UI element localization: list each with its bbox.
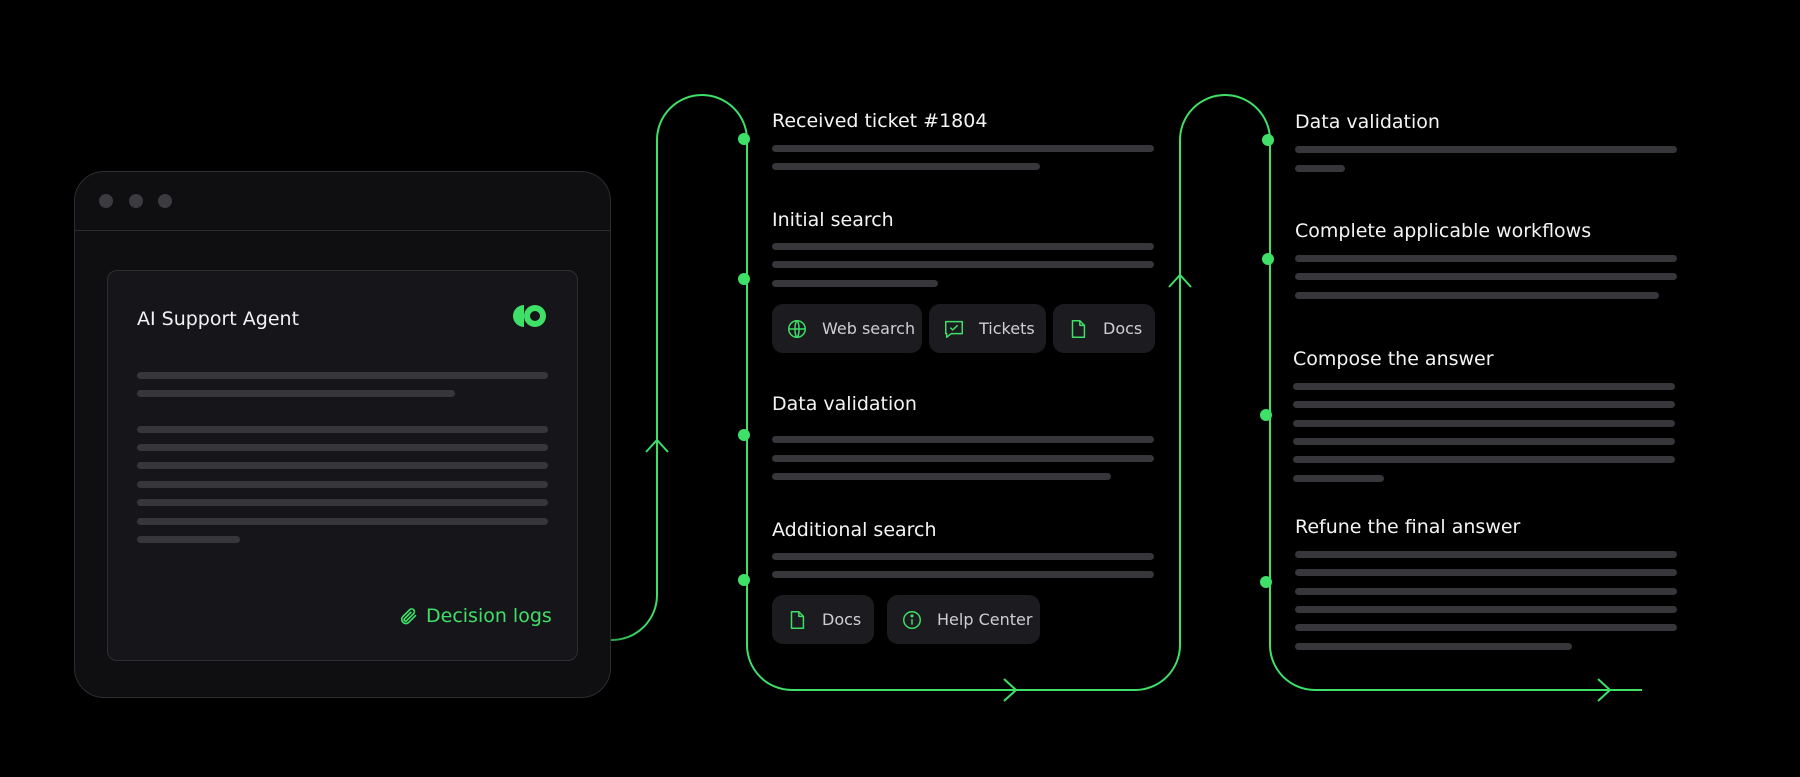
- window-dot: [158, 194, 172, 208]
- placeholder-line: [137, 426, 548, 433]
- placeholder-line: [1293, 401, 1675, 408]
- chip-label: Docs: [1103, 319, 1143, 338]
- step-title: Data validation: [772, 393, 917, 415]
- paperclip-icon: [400, 608, 417, 625]
- step-node: [1260, 576, 1272, 588]
- step-title: Data validation: [1295, 111, 1440, 133]
- placeholder-line: [1295, 146, 1677, 153]
- placeholder-line: [772, 571, 1154, 578]
- placeholder-line: [772, 145, 1154, 152]
- decision-logs-label: Decision logs: [426, 605, 552, 627]
- placeholder-line: [772, 163, 1040, 170]
- chip-docs[interactable]: Docs: [1053, 304, 1155, 353]
- placeholder-line: [772, 553, 1154, 560]
- info-icon: [903, 610, 921, 629]
- placeholder-line: [1293, 383, 1675, 390]
- agent-window: AI Support Agent Decision logs: [74, 171, 611, 698]
- placeholder-line: [137, 372, 548, 379]
- placeholder-line: [137, 481, 548, 488]
- placeholder-line: [137, 499, 548, 506]
- placeholder-line: [1295, 643, 1572, 650]
- placeholder-line: [1293, 438, 1675, 445]
- window-dot: [129, 194, 143, 208]
- placeholder-line: [772, 261, 1154, 268]
- step-title: Additional search: [772, 519, 937, 541]
- document-icon: [1071, 319, 1086, 338]
- document-icon: [790, 610, 805, 629]
- step-title: Received ticket #1804: [772, 110, 988, 132]
- placeholder-line: [1293, 475, 1384, 482]
- chip-label: Web search: [822, 319, 916, 338]
- step-title: Complete applicable workflows: [1295, 220, 1592, 242]
- placeholder-line: [1295, 569, 1677, 576]
- placeholder-line: [772, 280, 938, 287]
- chat-check-icon: [945, 320, 963, 338]
- step-node: [1262, 253, 1274, 265]
- step-title: Compose the answer: [1293, 348, 1494, 370]
- placeholder-line: [1295, 273, 1677, 280]
- placeholder-line: [772, 473, 1111, 480]
- chip-help-center[interactable]: Help Center: [887, 595, 1040, 644]
- decision-logs-link[interactable]: Decision logs: [398, 605, 552, 627]
- chip-docs[interactable]: Docs: [772, 595, 874, 644]
- placeholder-line: [137, 390, 455, 397]
- placeholder-line: [1295, 588, 1677, 595]
- brand-logo-icon: [513, 305, 546, 327]
- placeholder-line: [1295, 606, 1677, 613]
- agent-card: AI Support Agent Decision logs: [107, 270, 578, 661]
- placeholder-line: [1295, 551, 1677, 558]
- placeholder-line: [137, 444, 548, 451]
- step-node: [738, 133, 750, 145]
- placeholder-line: [137, 518, 548, 525]
- chip-label: Tickets: [979, 319, 1035, 338]
- placeholder-line: [772, 436, 1154, 443]
- step-title: Initial search: [772, 209, 894, 231]
- step-node: [738, 574, 750, 586]
- placeholder-line: [772, 455, 1154, 462]
- step-node: [1262, 134, 1274, 146]
- step-title: Refune the final answer: [1295, 516, 1521, 538]
- agent-title: AI Support Agent: [137, 308, 300, 330]
- step-node: [738, 429, 750, 441]
- placeholder-line: [772, 243, 1154, 250]
- chip-tickets[interactable]: Tickets: [929, 304, 1046, 353]
- globe-icon: [788, 319, 806, 338]
- window-titlebar: [75, 172, 610, 231]
- placeholder-line: [137, 462, 548, 469]
- placeholder-line: [1293, 420, 1675, 427]
- placeholder-line: [1295, 624, 1677, 631]
- placeholder-line: [1293, 456, 1675, 463]
- step-node: [738, 273, 750, 285]
- placeholder-line: [1295, 255, 1677, 262]
- placeholder-line: [137, 536, 240, 543]
- placeholder-line: [1295, 165, 1345, 172]
- placeholder-line: [1295, 292, 1659, 299]
- step-node: [1260, 409, 1272, 421]
- chip-label: Help Center: [937, 610, 1033, 629]
- chip-label: Docs: [822, 610, 862, 629]
- window-dot: [99, 194, 113, 208]
- chip-web-search[interactable]: Web search: [772, 304, 922, 353]
